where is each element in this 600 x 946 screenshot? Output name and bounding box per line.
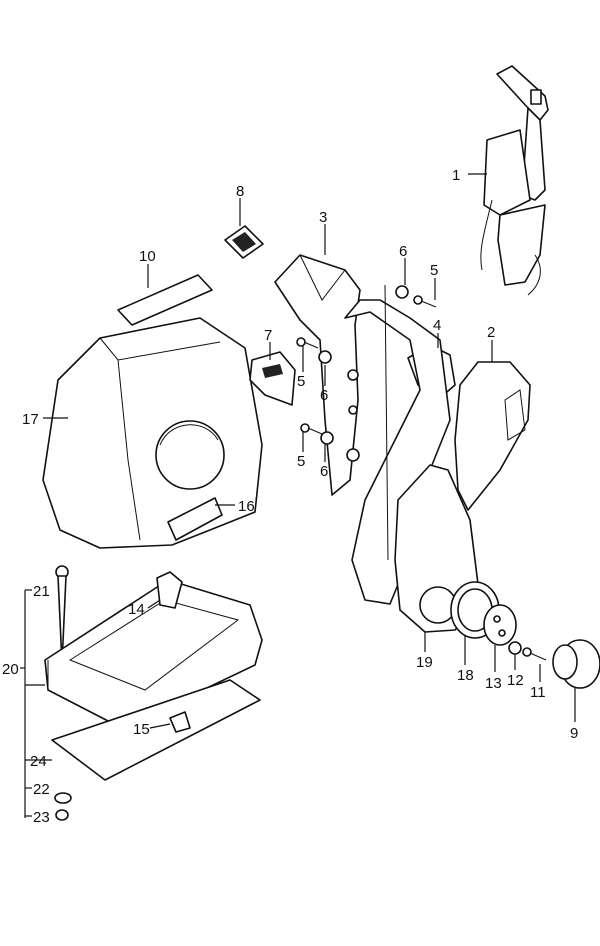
callout-11: 11 [530,684,546,701]
part-17-cover [42,317,263,549]
callout-20: 20 [2,661,19,678]
callout-6-lower: 6 [320,463,328,480]
callout-24: 24 [30,753,47,770]
callout-4: 4 [433,317,441,334]
callout-6-top: 6 [399,243,407,260]
part-18-ring [450,581,500,639]
callout-2: 2 [487,324,495,341]
part-12-washer [508,641,522,655]
part-1-remote-control [480,65,549,296]
callout-8: 8 [236,183,244,200]
screw-and-washer-top [395,285,437,308]
callout-18: 18 [457,667,474,684]
callout-5-upper: 5 [297,373,305,390]
part-22-washer [54,792,72,804]
callout-10: 10 [139,248,156,265]
callout-13: 13 [485,675,502,692]
callout-5-lower: 5 [297,453,305,470]
part-8-emblem [224,225,264,259]
part-11-screw [522,647,547,661]
part-10-label-plate [117,274,213,326]
part-9-cap [552,639,600,689]
callout-22: 22 [33,781,50,798]
callout-21: 21 [33,583,50,600]
callout-12: 12 [507,672,524,689]
callout-17: 17 [22,411,39,428]
leader-lines [20,173,576,818]
callout-19: 19 [416,654,433,671]
callout-9: 9 [570,725,578,742]
part-16-clip [167,497,223,541]
part-2-lever [454,361,531,511]
callout-1: 1 [452,167,460,184]
part-23-nut [55,809,69,821]
callout-23: 23 [33,809,50,826]
callout-5-top: 5 [430,262,438,279]
part-13-plate [483,604,517,646]
callout-3: 3 [319,209,327,226]
screws-and-washers-left [296,337,334,445]
part-21-bolt [55,565,69,665]
part-7-bracket [249,351,296,406]
callout-15: 15 [133,721,150,738]
callout-7: 7 [264,327,272,344]
part-20-base-assembly [44,571,263,781]
callout-16: 16 [238,498,255,515]
arm-bracket [344,284,451,605]
callout-14: 14 [128,601,145,618]
callout-6-upper: 6 [320,387,328,404]
part-3-housing [274,254,361,496]
